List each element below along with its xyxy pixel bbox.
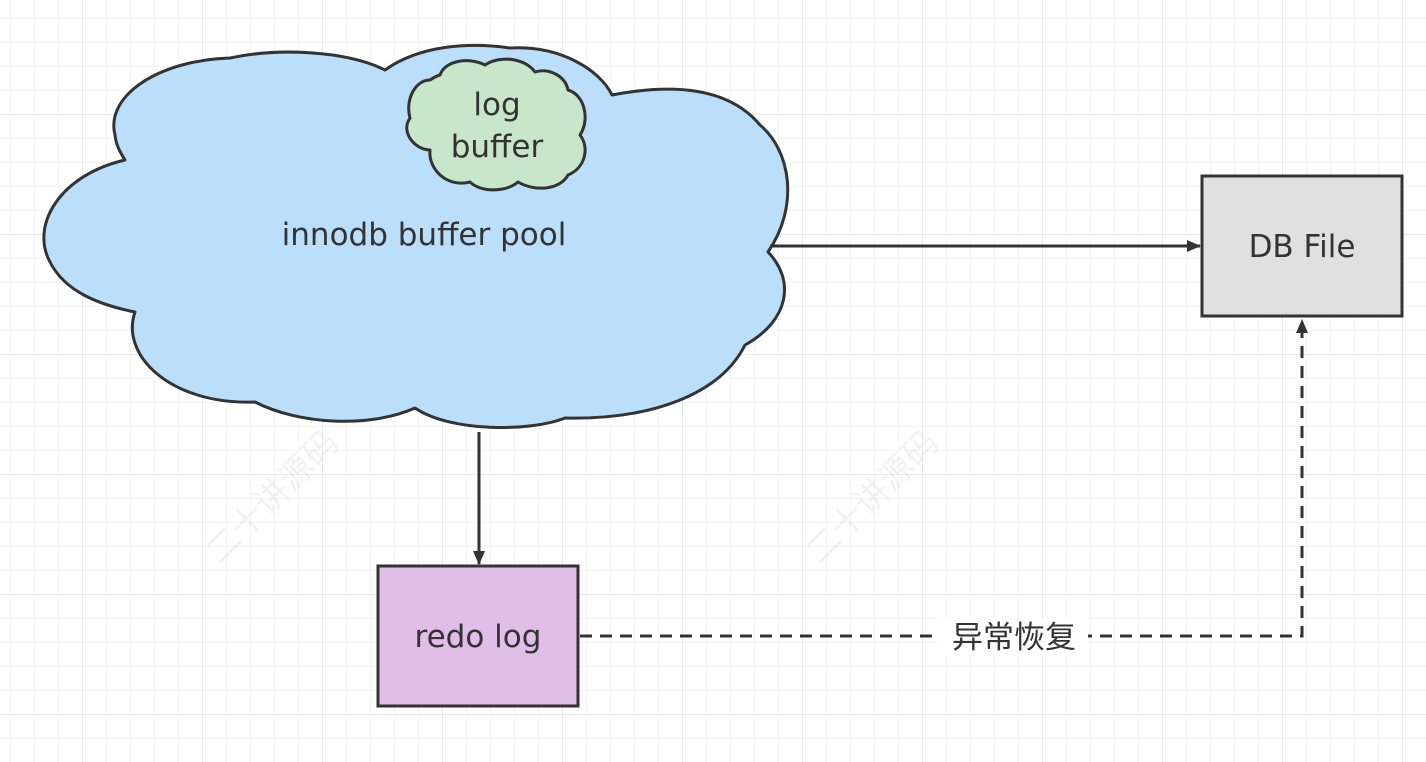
db-file-box[interactable] <box>1200 174 1404 318</box>
log-buffer-cloud[interactable] <box>405 57 587 192</box>
redo-log-label: redo log <box>415 619 542 655</box>
log-buffer-label-line2: buffer <box>451 129 544 165</box>
db-file-label: DB File <box>1249 229 1356 265</box>
log-buffer-label-line1: log <box>473 87 520 123</box>
redo-log-box[interactable] <box>376 564 580 708</box>
recovery-label-bg <box>938 618 1088 656</box>
edge-redo-log-to-db-file <box>580 319 1308 638</box>
buffer-pool-cloud[interactable] <box>42 43 790 429</box>
buffer-pool-label: innodb buffer pool <box>282 217 567 253</box>
recovery-label: 异常恢复 <box>952 620 1076 656</box>
